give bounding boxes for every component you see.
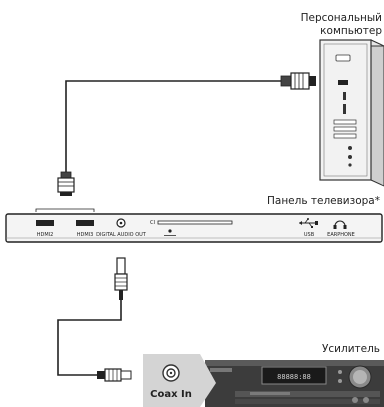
headphone-icon: [333, 220, 347, 229]
hdmi3-port: [76, 220, 94, 226]
ci-slot: [157, 220, 233, 225]
amplifier: 88888:88: [205, 360, 384, 407]
hdmi2-label: HDMI2: [37, 232, 54, 238]
digital-audio-out-label: DIGITAL AUDIO OUT: [96, 232, 147, 238]
coax-in-label: Coax In: [150, 389, 192, 400]
hdmi3-label: HDMI3: [77, 232, 94, 238]
hdmi-cable: [57, 72, 316, 196]
ci-label: CI: [150, 220, 155, 226]
earphone-label: EARPHONE: [327, 232, 355, 238]
tv-panel: HDMI2 HDMI3 DIGITAL AUDIO OUT CI USB: [5, 208, 383, 243]
coax-in-callout: Coax In: [143, 354, 216, 407]
pc-tower: [319, 39, 384, 187]
pc-label-line2: компьютер: [320, 25, 382, 37]
amplifier-label: Усилитель: [322, 343, 380, 355]
usb-icon: [299, 218, 318, 228]
tv-panel-label: Панель телевизора*: [267, 195, 380, 207]
usb-label: USB: [304, 232, 315, 238]
hdmi2-port: [36, 220, 54, 226]
pc-label-line1: Персональный: [301, 12, 382, 24]
amplifier-display: 88888:88: [277, 373, 311, 381]
coax-cable: [57, 257, 132, 382]
